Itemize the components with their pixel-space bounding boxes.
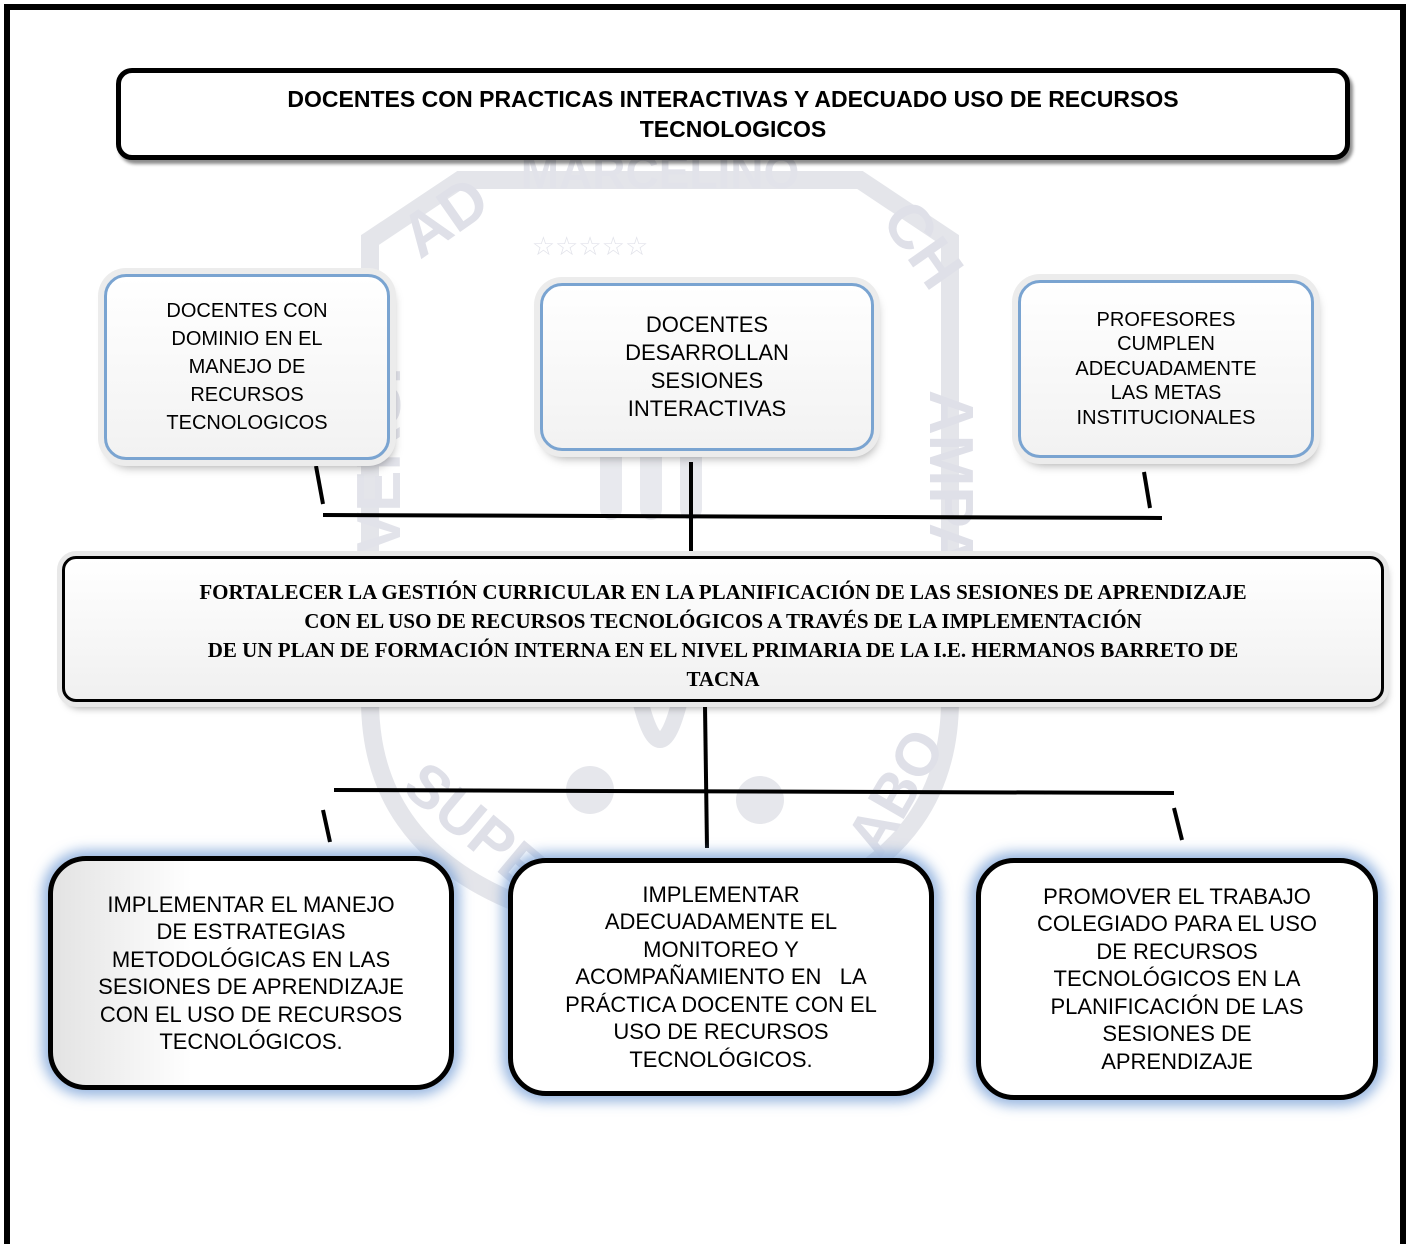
means-line: PLANIFICACIÓN DE LAS — [1050, 993, 1304, 1019]
result-line: PROFESORES — [1096, 308, 1236, 331]
central-objective-box: FORTALECER LA GESTIÓN CURRICULAR EN LA P… — [62, 556, 1384, 702]
means-line: SESIONES DE APRENDIZAJE — [98, 974, 404, 999]
result-line: LAS METAS — [1110, 382, 1222, 405]
svg-text:☆☆☆☆☆: ☆☆☆☆☆ — [532, 231, 649, 261]
means-box-trabajo-colegiado: PROMOVER EL TRABAJO COLEGIADO PARA EL US… — [976, 858, 1378, 1100]
means-line: TECNOLÓGICOS EN LA — [1053, 966, 1301, 992]
means-line: DE ESTRATEGIAS — [156, 919, 346, 944]
means-line: ACOMPAÑAMIENTO EN LA — [575, 964, 867, 990]
main-result-title: DOCENTES CON PRACTICAS INTERACTIVAS Y AD… — [116, 68, 1350, 160]
means-line: SESIONES DE — [1102, 1021, 1252, 1047]
objective-line: FORTALECER LA GESTIÓN CURRICULAR EN LA P… — [199, 580, 1247, 604]
result-line: DOCENTES CON — [166, 300, 328, 322]
means-box-monitoreo: IMPLEMENTAR ADECUADAMENTE EL MONITOREO Y… — [508, 858, 934, 1096]
result-line: DOCENTES — [645, 312, 769, 337]
means-line: APRENDIZAJE — [1101, 1048, 1253, 1074]
objective-line: DE UN PLAN DE FORMACIÓN INTERNA EN EL NI… — [207, 638, 1239, 662]
means-box-estrategias: IMPLEMENTAR EL MANEJO DE ESTRATEGIAS MET… — [48, 856, 454, 1090]
means-line: PROMOVER EL TRABAJO — [1043, 883, 1311, 909]
means-line: IMPLEMENTAR EL MANEJO — [107, 891, 395, 917]
means-line: TECNOLÓGICOS. — [159, 1029, 343, 1054]
page-frame — [4, 4, 1406, 1244]
title-line: DOCENTES CON PRACTICAS INTERACTIVAS Y AD… — [287, 86, 1179, 112]
means-line: IMPLEMENTAR — [642, 881, 800, 907]
result-line: ADECUADAMENTE — [1075, 357, 1257, 380]
result-line: DESARROLLAN — [625, 340, 789, 365]
means-line: COLEGIADO PARA EL USO — [1037, 911, 1317, 937]
means-line: PRÁCTICA DOCENTE CON EL — [565, 991, 877, 1017]
result-line: INTERACTIVAS — [627, 396, 787, 421]
result-box-metas-institucionales: PROFESORES CUMPLEN ADECUADAMENTE LAS MET… — [1018, 280, 1314, 458]
result-line: TECNOLOGICOS — [166, 412, 328, 434]
means-line: METODOLÓGICAS EN LAS — [111, 946, 391, 972]
result-line: INSTITUCIONALES — [1076, 406, 1256, 429]
result-box-sesiones-interactivas: DOCENTES DESARROLLAN SESIONES INTERACTIV… — [540, 283, 874, 451]
means-line: CON EL USO DE RECURSOS — [99, 1001, 403, 1027]
means-line: USO DE RECURSOS — [613, 1019, 829, 1045]
objective-line: CON EL USO DE RECURSOS TECNOLÓGICOS A TR… — [304, 609, 1142, 633]
result-line: DOMINIO EN EL — [171, 328, 323, 350]
means-line: ADECUADAMENTE EL — [604, 909, 838, 935]
means-line: MONITOREO Y — [643, 936, 799, 962]
means-line: TECNOLÓGICOS. — [629, 1046, 813, 1072]
result-box-dominio-recursos: DOCENTES CON DOMINIO EN EL MANEJO DE REC… — [104, 274, 390, 460]
result-line: MANEJO DE — [188, 356, 306, 378]
result-line: RECURSOS — [190, 384, 304, 406]
result-line: CUMPLEN — [1117, 333, 1215, 356]
title-line: TECNOLOGICOS — [639, 116, 827, 142]
objective-line: TACNA — [686, 667, 760, 691]
means-line: DE RECURSOS — [1096, 938, 1258, 964]
result-line: SESIONES — [650, 368, 764, 393]
